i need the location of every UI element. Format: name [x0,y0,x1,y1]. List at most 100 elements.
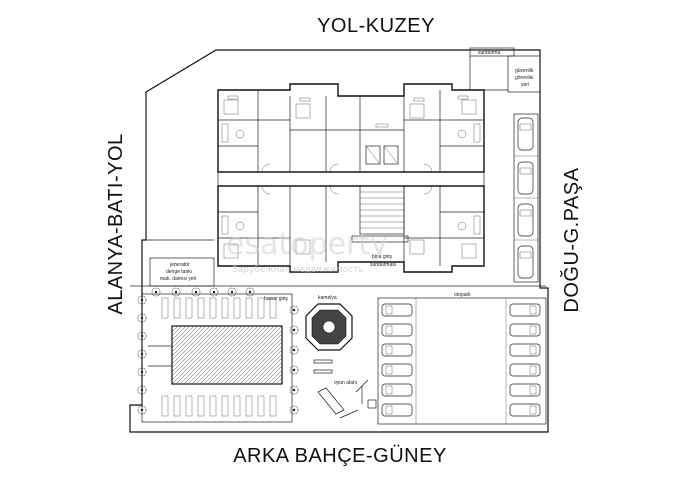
slide-icon [317,387,345,415]
lounger-icon [221,297,229,319]
elevator-cross [365,145,381,165]
car-icon [381,383,413,397]
table-icon [235,221,245,231]
guard-label-2: görevlisi [515,75,533,81]
pool-enclosure [141,293,293,423]
car-window [385,345,393,355]
car-icon [509,323,541,337]
tree-trunk [140,408,144,412]
lounger-icon [197,395,205,417]
kamelya: kamelya [305,295,353,351]
bench-icon [313,359,333,364]
tree-icon [289,385,299,395]
table-icon [457,221,467,231]
tree-trunk [292,408,296,412]
elevator-shaft [365,145,381,165]
bed-icon [461,243,477,259]
building-block [217,83,485,273]
guard-box [507,55,541,93]
door-swing [423,185,433,195]
lounger-icon [209,297,217,319]
tree-trunk [248,290,252,294]
seesaw-icon [339,409,359,419]
door-swing [423,163,433,173]
tree-icon [227,287,237,297]
car-park-right [509,303,541,417]
tree-trunk [230,290,234,294]
tree-icon [191,287,201,297]
car-park-area [377,297,547,425]
lounger-row-bottom [161,395,277,417]
guard-label-1: güvenlik [515,68,534,74]
lounger-icon [185,395,193,417]
car-icon [517,245,534,279]
pool-entrance-label: havuz giriş [264,296,288,302]
tree-icon [137,405,147,415]
entrance-label-2: sundurması [370,262,396,268]
tree-icon [137,367,147,377]
tree-icon [137,385,147,395]
tree-trunk [292,348,296,352]
playground: oyun alanı [313,359,377,419]
elevator-shaft [383,145,399,165]
car-window [519,167,532,175]
tree-trunk [154,290,158,294]
table-icon [235,129,245,139]
car-window [385,305,393,315]
tree-trunk [140,370,144,374]
bed-icon [223,99,239,115]
bed-icon [409,103,425,119]
tree-trunk [292,388,296,392]
tree-trunk [140,334,144,338]
bed-icon [295,103,311,119]
tree-icon [289,325,299,335]
sundurma-top-box [469,47,515,57]
lounger-icon [245,297,253,319]
car-icon [509,343,541,357]
lounger-icon [257,297,265,319]
lounger-icon [233,297,241,319]
tree-icon [289,365,299,375]
lounger-icon [221,395,229,417]
car-icon [509,383,541,397]
entrance-label-1: bina giriş [372,254,393,260]
table-icon [457,129,467,139]
car-window [529,385,537,395]
elevator-cross [383,145,399,165]
tree-icon [137,331,147,341]
tree-icon [209,287,219,297]
south-label: ARKA BAHÇE-GÜNEY [233,445,447,467]
lounger-icon [209,395,217,417]
car-icon [517,117,534,151]
car-icon [381,363,413,377]
sofa-icon [473,215,481,235]
bed-icon [295,239,311,255]
bed-icon [461,99,477,115]
east-parking [513,113,539,283]
tree-trunk [292,308,296,312]
playground-label: oyun alanı [334,380,357,386]
tree-trunk [194,290,198,294]
guard-label-3: yeri [521,82,529,88]
tree-icon [137,295,147,305]
central-corridor [217,171,485,187]
gazebo-center [322,320,336,334]
tree-trunk [292,368,296,372]
lounger-icon [245,395,253,417]
room-tag [375,123,389,128]
lounger-row-top [161,297,277,319]
tree-trunk [174,290,178,294]
tree-trunk [212,290,216,294]
tree-icon [171,287,181,297]
kamelya-label: kamelya [318,295,337,301]
door-swing [329,163,339,173]
gazebo-outer [305,303,353,351]
car-window [529,305,537,315]
lounger-icon [161,297,169,319]
tree-icon [289,345,299,355]
room-tag [299,97,311,102]
car-icon [517,161,534,195]
car-icon [381,343,413,357]
car-icon [509,303,541,317]
car-window [385,385,393,395]
